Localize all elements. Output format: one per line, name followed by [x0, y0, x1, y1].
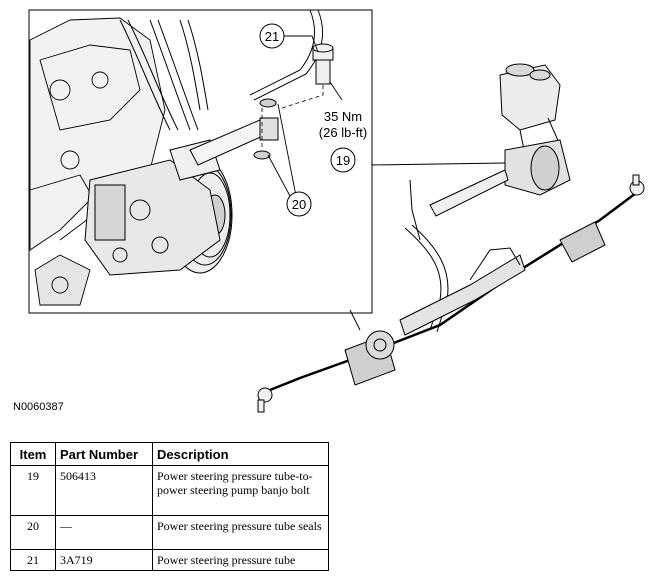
callout-21-circle [259, 23, 285, 49]
cell-part-number: 506413 [55, 465, 153, 516]
cell-description: Power steering pressure tube seals [152, 515, 329, 550]
parts-table: Item Part Number Description 19 506413 P… [10, 442, 329, 571]
callout-20-circle [286, 191, 312, 217]
cell-description: Power steering pressure tube-to-power st… [152, 465, 329, 516]
cell-item: 19 [10, 465, 56, 516]
cell-item: 21 [10, 549, 56, 571]
figure-id: N0060387 [13, 401, 64, 413]
cell-description: Power steering pressure tube [152, 549, 329, 571]
header-item: Item [10, 442, 56, 466]
assembly-axis-lines [261, 85, 324, 150]
cell-item: 20 [10, 515, 56, 550]
cell-part-number: 3A719 [55, 549, 153, 571]
table-row: 19 506413 Power steering pressure tube-t… [10, 465, 329, 516]
table-header-row: Item Part Number Description [10, 442, 329, 466]
leader-lines [267, 35, 506, 197]
header-part-number: Part Number [55, 442, 153, 466]
callout-19-label: 19 [336, 153, 350, 168]
tie-rod-end-right [629, 174, 645, 196]
banjo-fitting [189, 98, 279, 166]
table-row: 21 3A719 Power steering pressure tube [10, 549, 329, 571]
header-description: Description [152, 442, 329, 466]
callout-19-circle [330, 147, 356, 173]
engine-block [29, 17, 166, 306]
callout-21-label: 21 [265, 29, 279, 44]
cell-part-number: — [55, 515, 153, 550]
tie-rod-end-left [257, 387, 273, 413]
callout-20-label: 20 [292, 197, 306, 212]
table-row: 20 — Power steering pressure tube seals [10, 515, 329, 550]
banjo-bolt [312, 43, 334, 85]
torque-spec-lbft: (26 lb-ft) [319, 125, 367, 140]
exploded-view-diagram: 21 20 19 35 Nm (26 lb-ft) [28, 9, 645, 413]
steering-gear-rack [269, 189, 641, 392]
torque-spec-nm: 35 Nm [324, 109, 362, 124]
pump-overview [409, 139, 571, 241]
